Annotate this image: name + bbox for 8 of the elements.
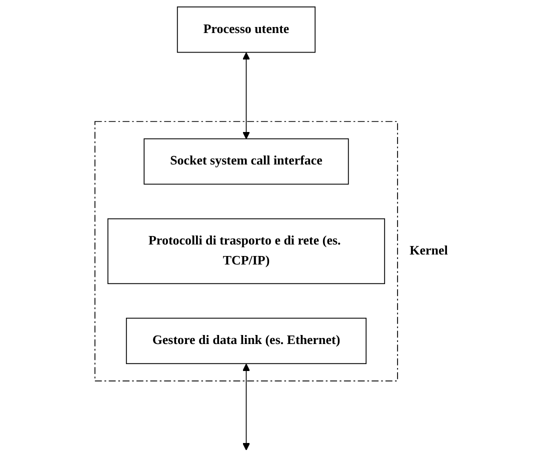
cluster (94, 121, 398, 382)
node-box: Socket system call interface (144, 138, 349, 185)
node-box: Protocolli di trasporto e di rete (es. TCP/IP) (108, 218, 386, 284)
node-box: Processo utente (176, 6, 316, 53)
node-box: Gestore di data link (es. Ethernet) (126, 318, 367, 364)
arrow (242, 364, 250, 450)
node-label: Kernel (410, 244, 448, 258)
arrow (242, 52, 250, 140)
